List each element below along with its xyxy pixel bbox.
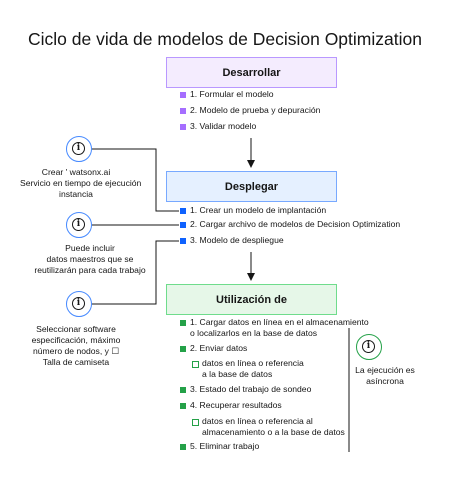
use-step: 4. Recuperar resultados — [190, 400, 282, 410]
square-bullet-icon — [180, 238, 186, 244]
hollow-bullet-icon — [192, 419, 199, 426]
info-icon: i — [66, 291, 92, 317]
use-step: 3. Estado del trabajo de sondeo — [190, 384, 312, 394]
info-icon: i — [356, 334, 382, 360]
square-bullet-icon — [180, 108, 186, 114]
square-bullet-icon — [180, 320, 186, 326]
square-bullet-icon — [180, 222, 186, 228]
page-title: Ciclo de vida de modelos de Decision Opt… — [28, 29, 422, 49]
use-step: 1. Cargar datos en línea en el almacenam… — [190, 317, 369, 327]
use-step: o localizarlos en la base de datos — [190, 328, 318, 338]
square-bullet-icon — [180, 124, 186, 130]
develop-step: 2. Modelo de prueba y depuración — [190, 105, 321, 115]
use-step: 2. Enviar datos — [190, 343, 248, 353]
square-bullet-icon — [180, 403, 186, 409]
deploy-step: 2. Cargar archivo de modelos de Decision… — [190, 219, 401, 229]
stage-deploy: Desplegar — [166, 171, 337, 202]
use-step: 5. Eliminar trabajo — [190, 441, 260, 451]
square-bullet-icon — [180, 444, 186, 450]
develop-step: 3. Validar modelo — [190, 121, 257, 131]
square-bullet-icon — [180, 208, 186, 214]
use-substep: almacenamiento o a la base de datos — [202, 427, 345, 437]
use-substep: datos en línea o referencia al — [202, 416, 313, 426]
square-bullet-icon — [180, 346, 186, 352]
deploy-step: 1. Crear un modelo de implantación — [190, 205, 327, 215]
info-icon: i — [66, 212, 92, 238]
hollow-bullet-icon — [192, 361, 199, 368]
square-bullet-icon — [180, 92, 186, 98]
stage-develop: Desarrollar — [166, 57, 337, 88]
develop-step: 1. Formular el modelo — [190, 89, 274, 99]
deploy-step: 3. Modelo de despliegue — [190, 235, 284, 245]
square-bullet-icon — [180, 387, 186, 393]
info-icon: i — [66, 136, 92, 162]
stage-use: Utilización de — [166, 284, 337, 315]
use-substep: datos en línea o referencia — [202, 358, 304, 368]
use-substep: a la base de datos — [202, 369, 273, 379]
